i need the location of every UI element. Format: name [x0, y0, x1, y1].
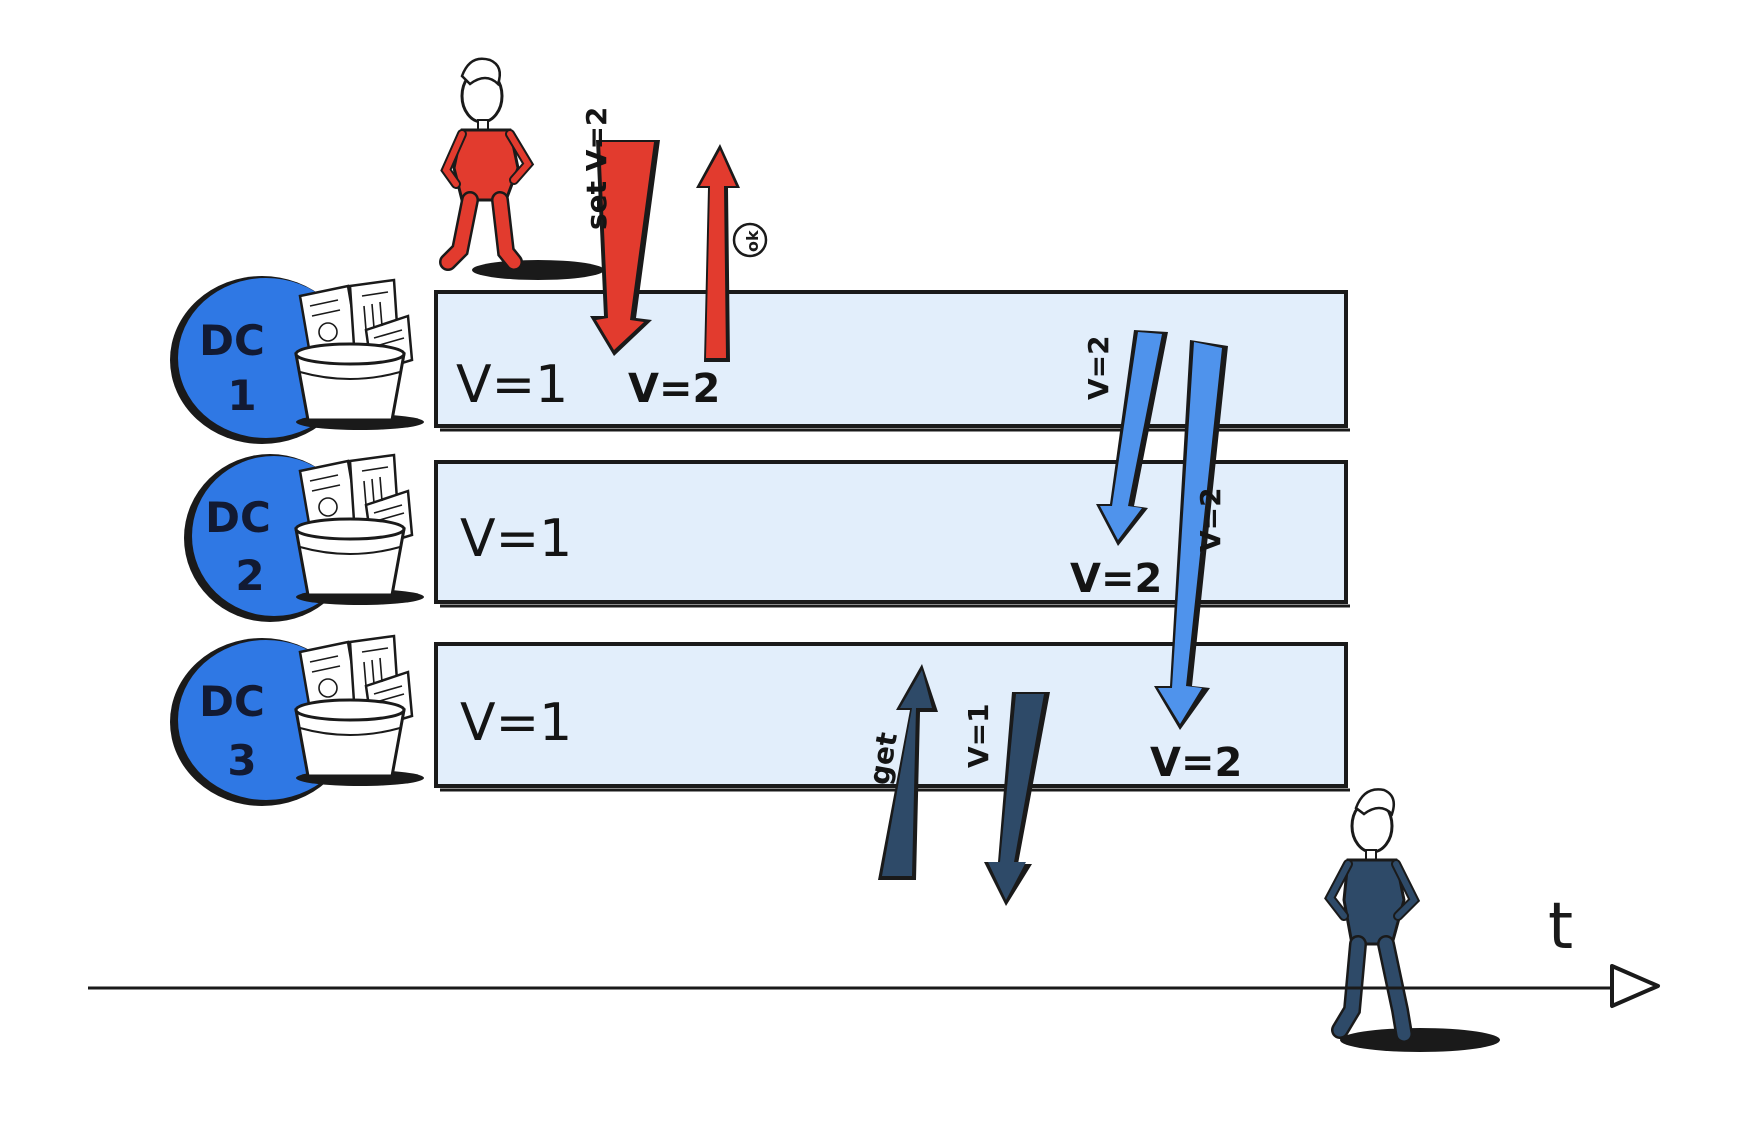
ack-badge — [732, 222, 768, 258]
data-bucket-icon — [294, 278, 424, 430]
dc2-label-line1: DC — [205, 493, 271, 542]
dc3-replicated-value: V=2 — [1150, 740, 1242, 786]
dc2-value: V=1 — [460, 509, 572, 569]
lane-dc3 — [434, 642, 1350, 792]
dc2-label-line2: 2 — [235, 551, 264, 600]
dc1-value: V=1 — [456, 355, 568, 415]
write-ack-arrow — [696, 144, 740, 362]
time-axis — [88, 964, 1660, 1008]
replication-arrow-dc2 — [1096, 330, 1168, 546]
write-request-arrow — [590, 140, 660, 356]
dc3-label-line2: 3 — [227, 736, 256, 785]
replication-arrow-dc3-label: V=2 — [1194, 487, 1227, 552]
dc3-label-line1: DC — [199, 677, 265, 726]
read-request-arrow — [878, 664, 938, 880]
dc1-label-line1: DC — [199, 316, 265, 365]
write-request-label: set V=2 — [580, 107, 613, 230]
time-axis-label: t — [1548, 890, 1573, 964]
replication-arrow-dc2-label: V=2 — [1082, 335, 1115, 400]
replication-arrow-dc3 — [1154, 340, 1228, 730]
dc1-label-line2: 1 — [227, 371, 256, 420]
read-response-arrow — [984, 692, 1050, 906]
dc1-written-value: V=2 — [628, 366, 720, 412]
writer-person-icon — [439, 57, 604, 280]
read-response-label: V=1 — [962, 703, 995, 768]
write-ack-label: ok — [743, 230, 762, 252]
reader-person-icon — [1324, 788, 1500, 1052]
dc2-replicated-value: V=2 — [1070, 556, 1162, 602]
dc3-value: V=1 — [460, 693, 572, 753]
